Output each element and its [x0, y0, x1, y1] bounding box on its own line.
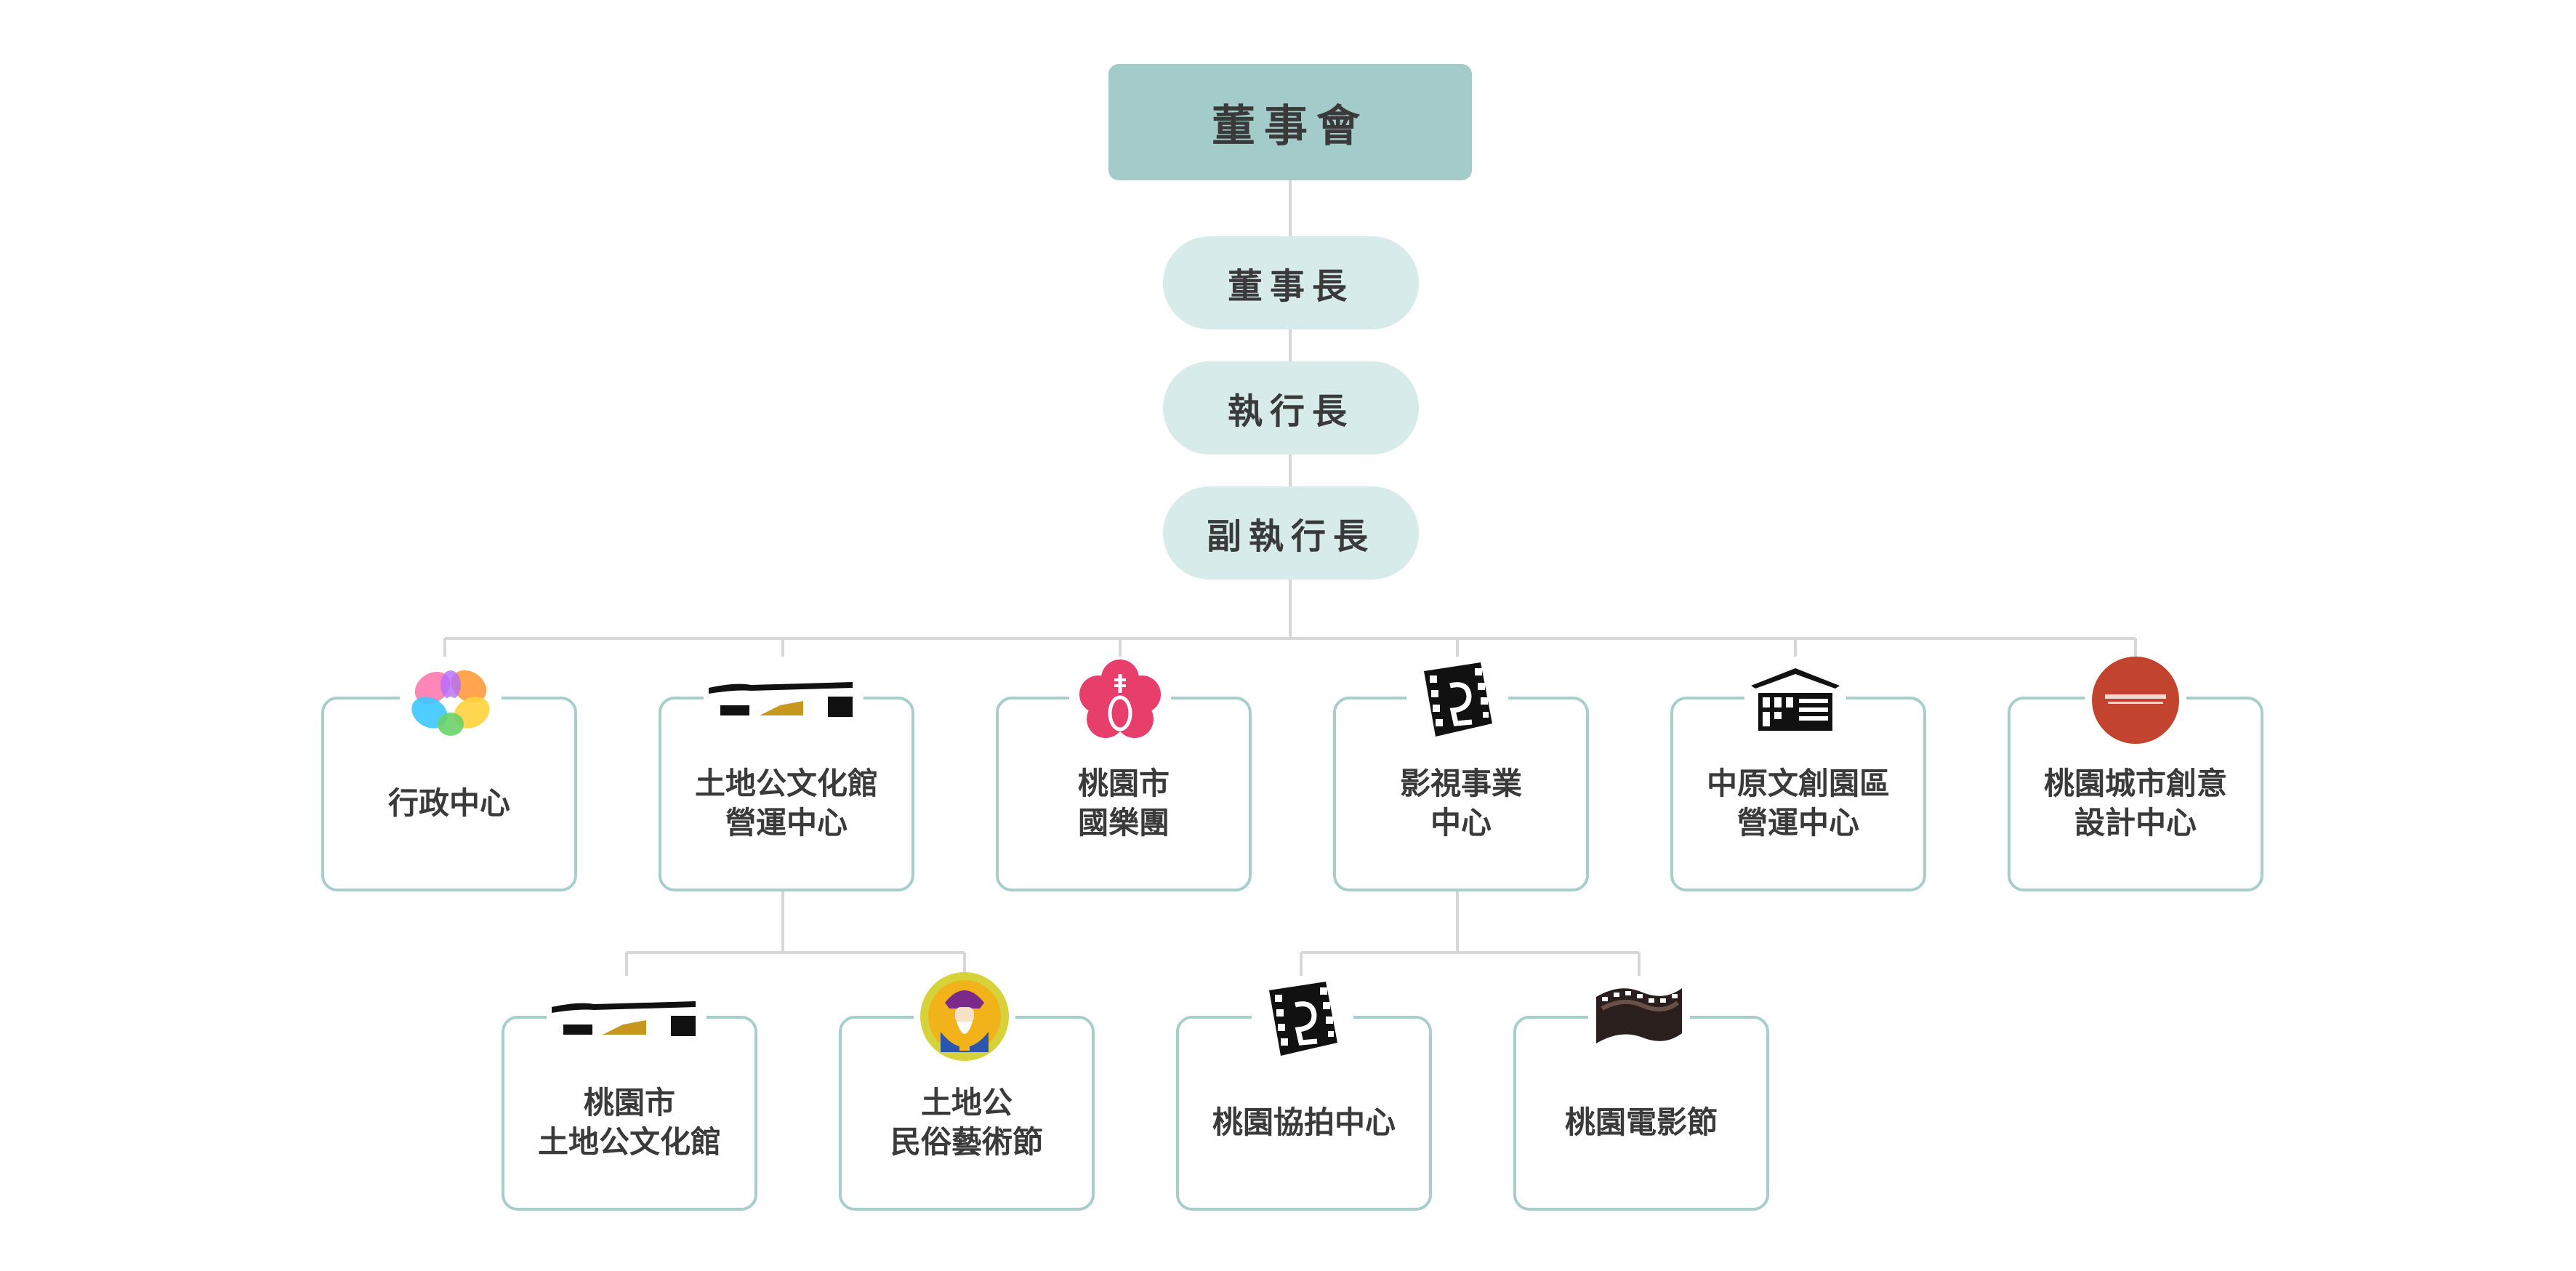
warehouse-logo-icon — [1744, 657, 1846, 744]
chairman-label: 董事長 — [1227, 266, 1354, 307]
tudigong-deity-logo-icon — [914, 972, 1015, 1061]
board-label: 董事會 — [1212, 100, 1369, 152]
design-center-line1: 桃園城市創意 — [2043, 766, 2227, 801]
admin-center-label: 行政中心 — [387, 785, 510, 821]
zhongyuan-line1: 中原文創園區 — [1706, 766, 1890, 801]
tudigong-ops-line1: 土地公文化館 — [694, 766, 878, 801]
film-reel-logo-icon — [1406, 657, 1508, 744]
ceo-node: 執行長 — [1163, 361, 1419, 454]
film-business-line1: 影視事業 — [1399, 766, 1522, 801]
temple-roof-logo-icon — [547, 976, 707, 1063]
deputy-ceo-node: 副執行長 — [1163, 486, 1419, 580]
orchestra-plum-pipa-logo-icon — [1069, 657, 1171, 744]
tudigong-ops-line2: 營運中心 — [725, 805, 848, 841]
zhongyuan-line2: 營運中心 — [1736, 805, 1859, 841]
film-strip-logo-icon — [1588, 976, 1690, 1063]
design-center-node: 桃園城市創意 設計中心 — [2008, 697, 2263, 891]
red-circle-seal-logo-icon — [2085, 657, 2186, 744]
film-commission-label: 桃園協拍中心 — [1212, 1104, 1396, 1140]
film-business-line2: 中心 — [1430, 805, 1492, 841]
flower-logo-icon — [400, 657, 502, 744]
temple-roof-logo-icon — [704, 657, 864, 744]
chairman-node: 董事長 — [1163, 236, 1419, 329]
tudigong-museum-line1: 桃園市 — [583, 1085, 675, 1120]
orchestra-line1: 桃園市 — [1077, 766, 1170, 801]
orchestra-line2: 國樂團 — [1077, 805, 1170, 841]
folk-festival-line2: 民俗藝術節 — [890, 1124, 1043, 1160]
ceo-label: 執行長 — [1227, 391, 1354, 432]
folk-festival-line1: 土地公 — [920, 1085, 1013, 1120]
tudigong-museum-line2: 土地公文化館 — [537, 1124, 721, 1160]
admin-center-node: 行政中心 — [321, 697, 577, 891]
deputy-ceo-label: 副執行長 — [1206, 516, 1375, 557]
film-festival-label: 桃園電影節 — [1564, 1104, 1718, 1140]
film-reel-logo-icon — [1252, 976, 1353, 1063]
board-node: 董事會 — [1108, 64, 1472, 180]
design-center-line2: 設計中心 — [2074, 805, 2197, 841]
